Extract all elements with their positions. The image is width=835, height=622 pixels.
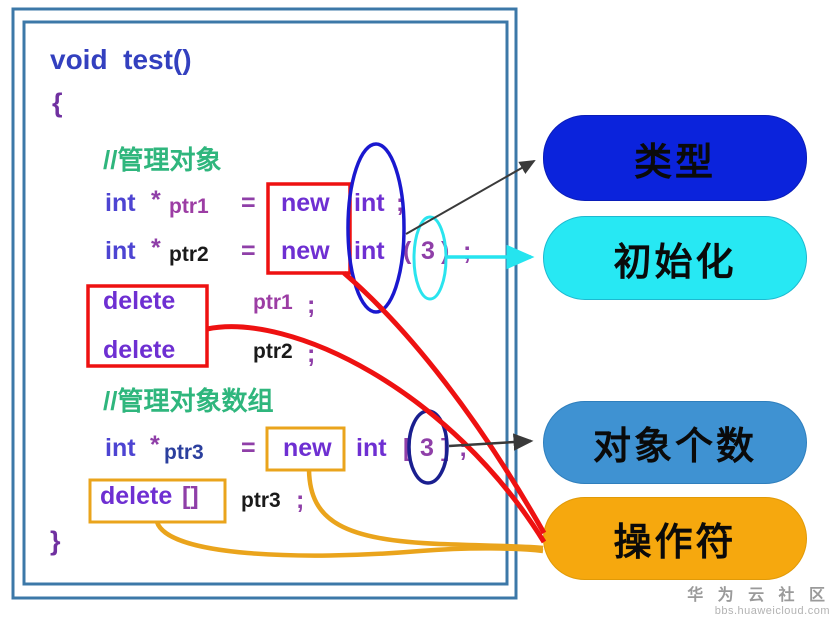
- left-bracket: [: [403, 434, 412, 462]
- semicolon: ;: [396, 189, 405, 217]
- ptr1-variable: ptr1: [253, 291, 293, 314]
- semicolon: ;: [296, 486, 305, 514]
- comment-manage-array: //管理对象数组: [103, 386, 274, 416]
- ptr2-variable: ptr2: [253, 340, 293, 363]
- int-type: int: [354, 237, 385, 265]
- comment-manage-object: //管理对象: [103, 145, 222, 175]
- open-brace: {: [52, 88, 63, 118]
- semicolon: ;: [459, 434, 468, 462]
- semicolon: ;: [307, 291, 316, 319]
- watermark-title: 华 为 云 社 区: [687, 586, 830, 604]
- delete-keyword: delete: [100, 482, 173, 510]
- label-pill-operator: 操作符: [543, 497, 807, 580]
- label-operator-text: 操作符: [613, 522, 737, 564]
- new-keyword: new: [281, 237, 330, 265]
- label-pill-object-count: 对象个数: [543, 401, 807, 484]
- watermark: 华 为 云 社 区 bbs.huaweicloud.com: [687, 587, 830, 618]
- watermark-url: bbs.huaweicloud.com: [714, 605, 830, 618]
- int-keyword: int: [105, 189, 136, 217]
- label-pill-initialization: 初始化: [543, 216, 807, 300]
- ptr3-variable: ptr3: [241, 489, 281, 512]
- ptr3-variable: ptr3: [164, 441, 204, 464]
- equals-sign: =: [241, 434, 256, 462]
- right-bracket: ]: [441, 434, 450, 462]
- init-value: 3: [421, 237, 435, 265]
- ptr1-variable: ptr1: [169, 195, 209, 218]
- function-signature: void test(): [50, 44, 192, 75]
- label-init-text: 初始化: [613, 241, 737, 284]
- count-value: 3: [420, 434, 434, 462]
- int-type: int: [356, 434, 387, 462]
- code-line-signature: void test(): [0, 44, 835, 80]
- label-type-text: 类型: [633, 141, 716, 184]
- new-keyword: new: [283, 434, 332, 462]
- close-brace: }: [50, 526, 61, 556]
- int-keyword: int: [105, 237, 136, 265]
- code-line-delete2: delete ptr2 ;: [0, 336, 835, 372]
- semicolon: ;: [307, 340, 316, 368]
- equals-sign: =: [241, 189, 256, 217]
- left-paren: (: [403, 237, 412, 265]
- star-operator: *: [151, 234, 161, 262]
- right-paren: ): [441, 237, 450, 265]
- ptr2-variable: ptr2: [169, 243, 209, 266]
- new-keyword: new: [281, 189, 330, 217]
- delete-brackets: []: [182, 482, 199, 510]
- semicolon: ;: [463, 237, 472, 265]
- label-pill-type: 类型: [543, 115, 807, 201]
- int-keyword: int: [105, 434, 136, 462]
- delete-keyword: delete: [103, 287, 176, 315]
- int-type: int: [354, 189, 385, 217]
- label-count-text: 对象个数: [592, 426, 757, 468]
- delete-keyword: delete: [103, 336, 176, 364]
- star-operator: *: [151, 186, 161, 214]
- equals-sign: =: [241, 237, 256, 265]
- star-operator: *: [150, 431, 160, 459]
